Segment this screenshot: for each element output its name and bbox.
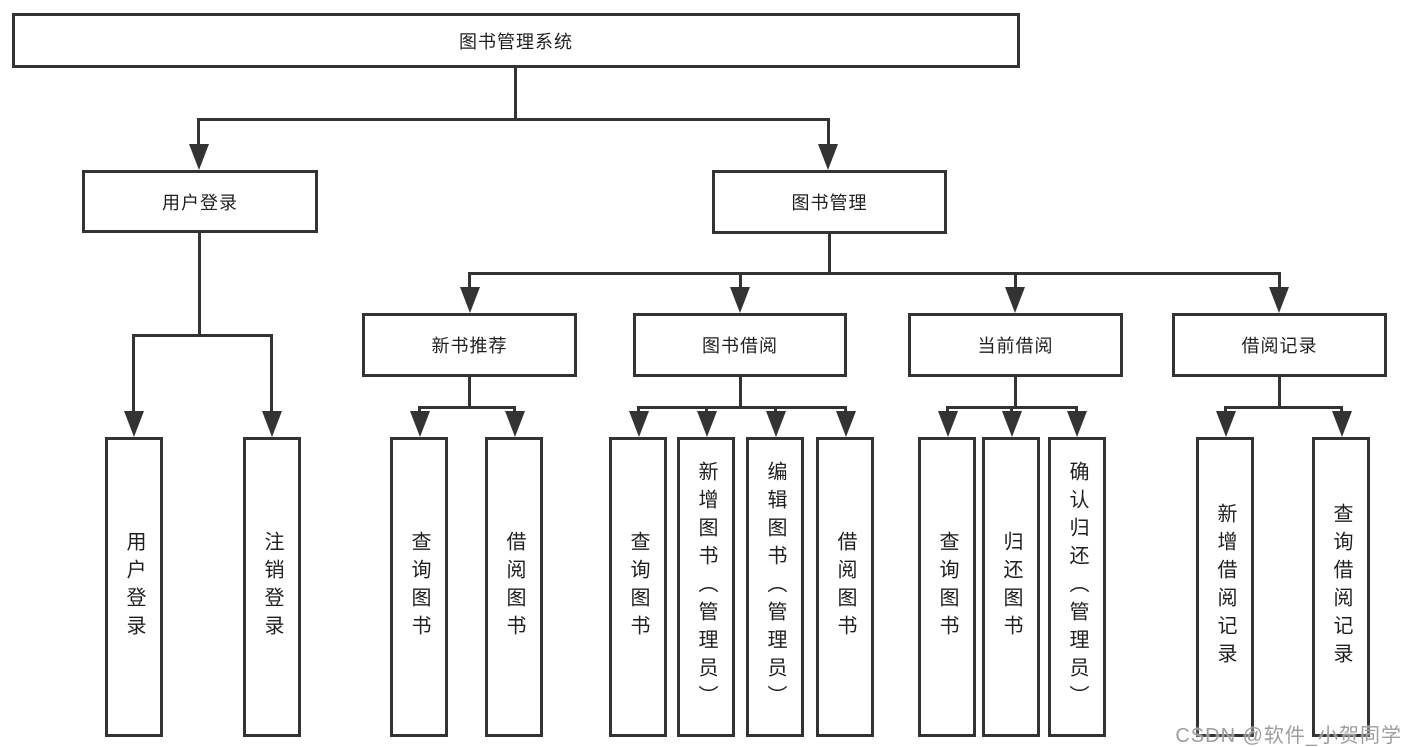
leaf-current-confirm-admin: 确认归还（管理员）	[1048, 437, 1106, 737]
connector-line	[637, 406, 846, 409]
node-user-login: 用户登录	[82, 170, 318, 233]
connector-line	[1340, 406, 1343, 415]
leaf-borrow-borrow: 借阅图书	[816, 437, 874, 737]
connector-line	[513, 406, 516, 415]
leaf-label: 归还图书	[1000, 531, 1022, 643]
connector-line	[844, 406, 847, 415]
connector-line	[468, 272, 471, 289]
connector-line	[1224, 406, 1342, 409]
node-borrow-records-label: 借阅记录	[1241, 336, 1318, 356]
leaf-current-query: 查询图书	[918, 437, 976, 737]
leaf-newbooks-borrow: 借阅图书	[485, 437, 543, 737]
leaf-label: 新增图书（管理员）	[695, 461, 717, 713]
node-root: 图书管理系统	[12, 13, 1020, 68]
connector-line	[1075, 406, 1078, 415]
connector-line	[418, 406, 516, 409]
leaf-label: 用户登录	[123, 531, 145, 643]
connector-line	[1014, 377, 1017, 408]
node-new-books-label: 新书推荐	[431, 336, 508, 356]
node-book-borrow: 图书借阅	[633, 313, 847, 377]
arrowhead-down-icon	[1067, 411, 1087, 437]
leaf-logout: 注销登录	[243, 437, 301, 737]
leaf-records-query: 查询借阅记录	[1312, 437, 1370, 737]
node-current-borrow-label: 当前借阅	[977, 336, 1054, 356]
connector-line	[1010, 406, 1013, 415]
connector-line	[270, 334, 273, 413]
node-current-borrow: 当前借阅	[908, 313, 1123, 377]
node-root-label: 图书管理系统	[459, 31, 573, 52]
connector-line	[827, 118, 830, 146]
connector-line	[468, 272, 1281, 275]
leaf-label: 新增借阅记录	[1214, 503, 1236, 671]
connector-line	[1224, 406, 1227, 415]
connector-line	[1278, 272, 1281, 289]
connector-line	[468, 377, 471, 408]
arrowhead-down-icon	[410, 411, 430, 437]
arrowhead-down-icon	[730, 287, 750, 313]
node-user-login-label: 用户登录	[162, 192, 238, 213]
arrowhead-down-icon	[1216, 411, 1236, 437]
leaf-label: 确认归还（管理员）	[1066, 461, 1088, 713]
leaf-label: 查询图书	[936, 531, 958, 643]
arrowhead-down-icon	[124, 411, 144, 437]
leaf-newbooks-query: 查询图书	[390, 437, 448, 737]
connector-line	[132, 334, 273, 337]
arrowhead-down-icon	[189, 144, 209, 170]
connector-line	[1014, 272, 1017, 289]
arrowhead-down-icon	[938, 411, 958, 437]
connector-line	[774, 406, 777, 415]
leaf-borrow-add-admin: 新增图书（管理员）	[677, 437, 735, 737]
arrowhead-down-icon	[697, 411, 717, 437]
leaf-label: 注销登录	[261, 531, 283, 643]
connector-line	[637, 406, 640, 415]
arrowhead-down-icon	[1002, 411, 1022, 437]
arrowhead-down-icon	[818, 144, 838, 170]
connector-line	[132, 334, 135, 413]
node-book-mgmt: 图书管理	[712, 170, 947, 234]
connector-line	[946, 406, 949, 415]
arrowhead-down-icon	[460, 287, 480, 313]
leaf-label: 借阅图书	[503, 531, 525, 643]
arrowhead-down-icon	[1269, 287, 1289, 313]
connector-line	[739, 377, 742, 408]
leaf-borrow-edit-admin: 编辑图书（管理员）	[746, 437, 804, 737]
connector-line	[739, 272, 742, 289]
leaf-records-add: 新增借阅记录	[1196, 437, 1254, 737]
arrowhead-down-icon	[836, 411, 856, 437]
arrowhead-down-icon	[766, 411, 786, 437]
arrowhead-down-icon	[629, 411, 649, 437]
node-book-mgmt-label: 图书管理	[791, 193, 868, 213]
arrowhead-down-icon	[505, 411, 525, 437]
leaf-label: 查询图书	[627, 531, 649, 643]
connector-line	[514, 68, 517, 120]
connector-line	[1278, 377, 1281, 408]
leaf-label: 借阅图书	[834, 531, 856, 643]
connector-line	[418, 406, 421, 415]
leaf-label: 查询图书	[408, 531, 430, 643]
connector-line	[828, 234, 831, 274]
node-borrow-records: 借阅记录	[1172, 313, 1387, 377]
arrowhead-down-icon	[1005, 287, 1025, 313]
leaf-current-return: 归还图书	[982, 437, 1040, 737]
node-new-books: 新书推荐	[362, 313, 577, 377]
leaf-label: 查询借阅记录	[1330, 503, 1352, 671]
watermark: CSDN @软件_小贺同学	[1175, 725, 1402, 747]
arrowhead-down-icon	[1332, 411, 1352, 437]
leaf-borrow-query: 查询图书	[609, 437, 667, 737]
connector-line	[705, 406, 708, 415]
connector-line	[197, 118, 830, 121]
leaf-user-login: 用户登录	[105, 437, 163, 737]
connector-line	[197, 118, 200, 146]
leaf-label: 编辑图书（管理员）	[764, 461, 786, 713]
node-book-borrow-label: 图书借阅	[702, 336, 778, 356]
arrowhead-down-icon	[262, 411, 282, 437]
connector-line	[198, 233, 201, 337]
